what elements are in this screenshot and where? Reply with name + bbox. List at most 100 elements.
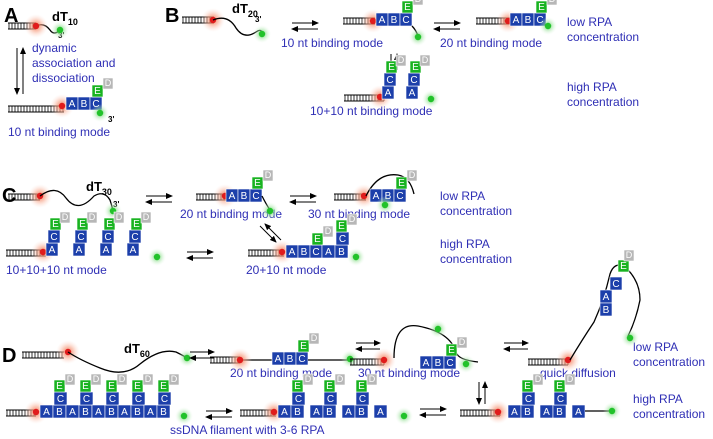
rpa-domain-label-c: C [536,15,543,26]
rpa-domain-label-a: A [385,88,392,99]
rpa-domain-label-d: D [93,374,100,384]
rpa-domain-label-a: A [69,99,76,110]
rpa-domain-label-b: B [294,407,301,418]
rpa-domain-label-d: D [398,55,405,65]
rpa-domain-e [103,217,116,231]
rpa-domain-label-c: C [50,232,57,243]
rpa-domain-label-e: E [108,381,115,392]
cy3-dye [360,192,368,200]
rpa-domain-e [53,379,66,393]
rpa-domain-label-c: C [92,99,99,110]
rpa-domain-e [335,219,348,233]
rpa-domain-d [59,211,71,224]
rpa-domain-e [311,232,324,246]
rpa-domain-label-e: E [294,381,301,392]
cy5-dye [153,253,161,261]
rpa-domain-label-a: A [147,407,154,418]
cy3-dye [380,356,388,364]
rpa-domain-label-d: D [89,212,96,222]
rpa-domain-label-a: A [543,407,550,418]
cy3-dye [494,408,502,416]
rpa-domain-d [142,373,154,386]
rpa-domain-e [79,379,92,393]
rpa-domain-label-d: D [409,170,416,180]
rpa-domain-label-d: D [116,212,123,222]
rpa-domain-label-e: E [82,381,89,392]
panel-a-mode-label: 10 nt binding mode [8,125,110,139]
panel-c-eq-3-reverse-arrow [264,223,282,241]
rpa-domain-e [297,339,310,353]
rpa-domain-d [262,169,274,182]
rpa-domain-e [49,217,62,231]
panel-c-mode20-label: 20 nt binding mode [180,207,282,221]
panel-c-high-line1: high RPA [440,237,490,251]
cy3-dye [278,248,286,256]
rpa-domain-label-c: C [410,75,417,86]
rpa-domain-d [86,211,98,224]
rpa-domain-label-e: E [300,341,307,352]
rpa-domain-label-a: A [95,407,102,418]
panel-c-mode10-10-10-label: 10+10+10 nt mode [6,263,107,277]
panel-d-ssdna-loop-diffusion [569,264,641,361]
rpa-domain-label-c: C [77,232,84,243]
strand-label-dt10: dT10 [52,9,78,27]
rpa-domain-d [102,77,114,90]
cy3-dye [39,248,47,256]
rpa-domain-label-a: A [377,407,384,418]
rpa-domain-d [308,332,320,345]
rpa-domain-label-b: B [287,354,294,365]
rpa-domain-a [373,404,388,419]
rpa-domain-label-a: A [575,407,582,418]
rpa-domain-label-d: D [311,333,318,343]
rpa-domain-label-e: E [524,381,531,392]
panel-a-dynamic-line3: dissociation [32,71,95,85]
cy5-dye [626,334,634,342]
rpa-domain-e [385,60,398,74]
panel-letter-d: D [2,345,16,367]
panel-a-dynamic-line1: dynamic [32,41,77,55]
panel-c-mode30-label: 30 nt binding mode [308,207,410,221]
panel-b-low-line2: concentration [567,30,639,44]
rpa-domain-e [91,84,104,98]
rpa-domain-d [140,211,152,224]
rpa-domain-label-a: A [345,407,352,418]
rpa-domain-label-c: C [446,358,453,369]
panel-b-mode10-label: 10 nt binding mode [281,36,383,50]
panel-b-mode10-10-label: 10+10 nt binding mode [310,104,433,118]
rpa-domain-label-c: C [104,232,111,243]
rpa-domain-label-c: C [295,394,302,405]
rpa-domain-label-a: A [76,245,83,256]
cy5-dye [381,201,389,209]
rpa-domain-label-a: A [289,247,296,258]
rpa-domain-label-d: D [369,374,376,384]
panel-letter-b: B [165,5,179,27]
panel-letter-a: A [4,5,18,27]
rpa-domain-label-d: D [67,374,74,384]
cy5-dye [544,22,552,30]
panel-d-high-line2: concentration [633,407,705,421]
panel-d-high-line1: high RPA [633,392,683,406]
cy5-dye [266,207,274,215]
cy5-dye [414,33,422,41]
rpa-domain-label-c: C [339,234,346,245]
rpa-domain-e [157,379,170,393]
strand-label-dt60: dT60 [124,341,150,359]
rpa-domain-label-a: A [325,247,332,258]
rpa-domain-label-a: A [43,407,50,418]
rpa-domain-b [599,302,613,317]
strand-label-dt30: dT30 [86,179,112,197]
rpa-domain-label-d: D [62,212,69,222]
rpa-domain-label-e: E [412,62,419,73]
rpa-domain-d [334,373,346,386]
rpa-domain-label-c: C [327,394,334,405]
rpa-domain-d [623,249,635,262]
rpa-domain-label-c: C [135,394,142,405]
panel-b-low-line1: low RPA [567,15,612,29]
rpa-domain-label-e: E [326,381,333,392]
rpa-domain-label-d: D [567,374,574,384]
rpa-domain-label-a: A [275,354,282,365]
rpa-domain-label-e: E [314,234,321,245]
panel-d-low-line1: low RPA [633,340,678,354]
cy5-dye [183,354,191,362]
